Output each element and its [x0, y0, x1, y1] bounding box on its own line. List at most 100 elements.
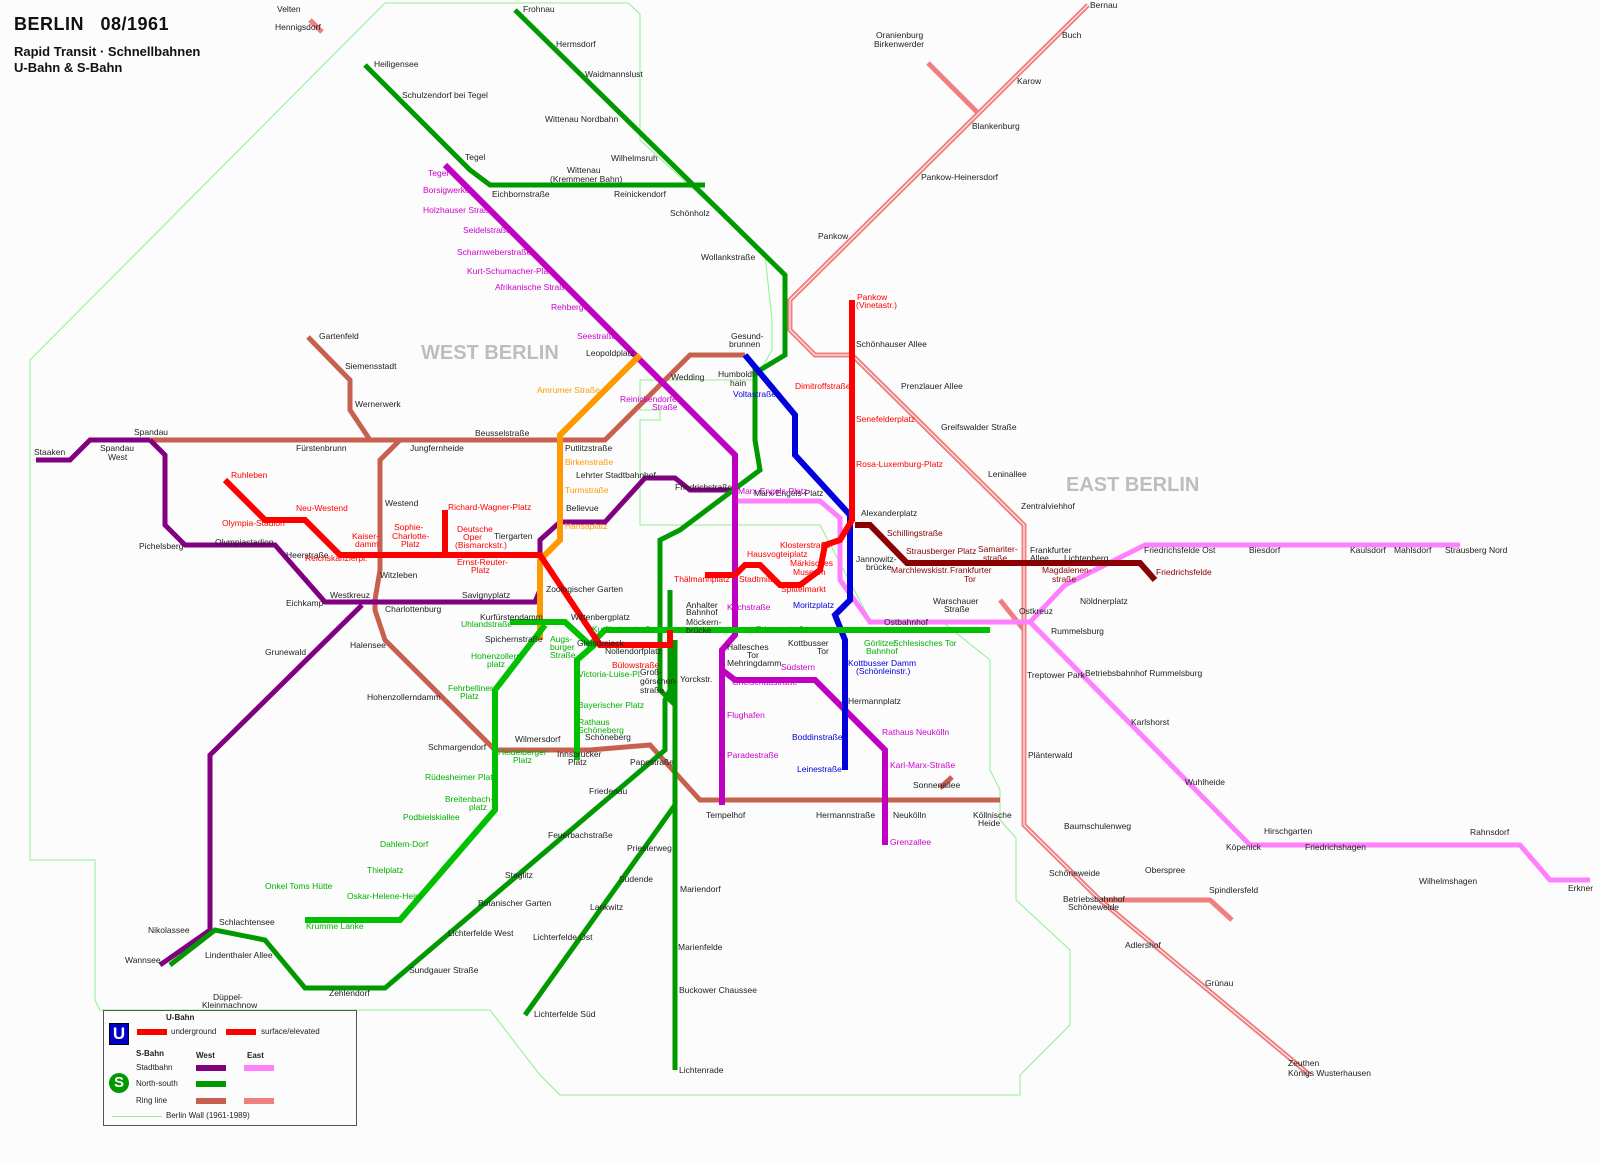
svg-text:Samariter-: Samariter- [978, 544, 1018, 554]
svg-text:Tiergarten: Tiergarten [494, 531, 533, 541]
svg-text:(Kremmener Bahn): (Kremmener Bahn) [550, 174, 622, 184]
svg-text:Betriebsbahnhof: Betriebsbahnhof [1063, 894, 1126, 904]
svg-text:straße: straße [983, 553, 1007, 563]
svg-text:Zentralviehhof: Zentralviehhof [1021, 501, 1076, 511]
svg-text:Biesdorf: Biesdorf [1249, 545, 1281, 555]
svg-text:Fehrbelliner: Fehrbelliner [448, 683, 493, 693]
svg-text:görschen-: görschen- [640, 676, 678, 686]
svg-text:Möckern-: Möckern- [686, 617, 722, 627]
u-red-line [222, 300, 855, 648]
svg-text:Dimitroffstraße: Dimitroffstraße [795, 381, 851, 391]
svg-text:Oranienburg: Oranienburg [876, 30, 924, 40]
svg-text:Charlotte-: Charlotte- [392, 531, 429, 541]
svg-text:Charlottenburg: Charlottenburg [385, 604, 442, 614]
svg-text:Steglitz: Steglitz [505, 870, 533, 880]
svg-text:Buch: Buch [1062, 30, 1082, 40]
svg-text:Lichterfelde Ost: Lichterfelde Ost [533, 932, 593, 942]
svg-text:Breitenbach-: Breitenbach- [445, 794, 493, 804]
svg-text:Platz: Platz [513, 755, 532, 765]
svg-text:West: West [108, 452, 128, 462]
legend-underground-swatch [137, 1029, 167, 1035]
legend-west: West [196, 1051, 215, 1060]
svg-text:Anhalter: Anhalter [686, 600, 718, 610]
svg-text:Deutsche: Deutsche [457, 524, 493, 534]
svg-text:Erkner: Erkner [1568, 883, 1593, 893]
svg-text:Plänterwald: Plänterwald [1028, 750, 1073, 760]
svg-text:Rahnsdorf: Rahnsdorf [1470, 827, 1510, 837]
svg-text:Leinestraße: Leinestraße [797, 764, 842, 774]
svg-text:Yorckstr.: Yorckstr. [680, 674, 712, 684]
svg-text:(Bismarckstr.): (Bismarckstr.) [455, 540, 507, 550]
svg-text:Karlshorst: Karlshorst [1131, 717, 1170, 727]
region-label-east: EAST BERLIN [1066, 474, 1200, 496]
svg-text:Mariendorf: Mariendorf [680, 884, 721, 894]
svg-text:Köllnische: Köllnische [973, 810, 1012, 820]
svg-text:Krumme Lanke: Krumme Lanke [306, 921, 364, 931]
svg-text:Oper: Oper [463, 532, 482, 542]
svg-text:Tor: Tor [817, 646, 829, 656]
svg-text:Afrikanische Straße: Afrikanische Straße [495, 282, 569, 292]
svg-text:Neu-Westend: Neu-Westend [296, 503, 348, 513]
svg-text:Augs-: Augs- [550, 634, 572, 644]
svg-text:Humboldt-: Humboldt- [718, 369, 757, 379]
svg-text:Heidelberger: Heidelberger [498, 747, 547, 757]
svg-text:Seestraße: Seestraße [577, 331, 616, 341]
svg-text:Straße: Straße [944, 604, 970, 614]
svg-text:Magdalenen-: Magdalenen- [1042, 565, 1092, 575]
svg-text:Bayerischer Platz: Bayerischer Platz [578, 700, 644, 710]
svg-text:Strausberg Nord: Strausberg Nord [1445, 545, 1508, 555]
legend-stadtbahn: Stadtbahn [136, 1063, 173, 1072]
svg-text:Reinickendorf: Reinickendorf [614, 189, 667, 199]
svg-text:Moritzplatz: Moritzplatz [793, 600, 834, 610]
svg-text:Innsbrucker: Innsbrucker [557, 749, 602, 759]
svg-text:Leopoldplatz: Leopoldplatz [586, 348, 634, 358]
subtitle-u-s-bahn: U-Bahn & S-Bahn [14, 60, 123, 75]
svg-text:Uhlandstraße: Uhlandstraße [461, 619, 512, 629]
svg-text:Schlachtensee: Schlachtensee [219, 917, 275, 927]
legend-wall: Berlin Wall (1961-1989) [166, 1111, 250, 1120]
svg-text:Grünau: Grünau [1205, 978, 1234, 988]
svg-text:Schmargendorf: Schmargendorf [428, 742, 487, 752]
svg-text:Turmstraße: Turmstraße [565, 485, 609, 495]
svg-text:Hennigsdorf: Hennigsdorf [275, 22, 321, 32]
svg-text:Hermsdorf: Hermsdorf [556, 39, 596, 49]
svg-text:Frankfurter: Frankfurter [1030, 545, 1072, 555]
svg-text:Platz: Platz [568, 757, 587, 767]
svg-text:platz: platz [487, 659, 505, 669]
svg-text:Warschauer: Warschauer [933, 596, 979, 606]
svg-text:Bahnhof: Bahnhof [686, 607, 718, 617]
svg-text:Düppel-: Düppel- [213, 992, 243, 1002]
svg-text:brunnen: brunnen [729, 339, 760, 349]
svg-text:Nöldnerplatz: Nöldnerplatz [1080, 596, 1128, 606]
svg-text:Schöneweide: Schöneweide [1068, 902, 1119, 912]
svg-text:Wilhelmshagen: Wilhelmshagen [1419, 876, 1477, 886]
svg-text:Gneisenaustraße: Gneisenaustraße [732, 677, 797, 687]
svg-text:Tempelhof: Tempelhof [706, 810, 746, 820]
svg-text:Heiligensee: Heiligensee [374, 59, 419, 69]
svg-text:Birkenstraße: Birkenstraße [565, 457, 613, 467]
svg-text:Stadtmitte: Stadtmitte [739, 574, 778, 584]
svg-text:Witzleben: Witzleben [380, 570, 418, 580]
svg-text:Karow: Karow [1017, 76, 1042, 86]
svg-text:Holzhauser Straße: Holzhauser Straße [423, 205, 494, 215]
svg-text:(Schönleinstr.): (Schönleinstr.) [856, 666, 910, 676]
svg-text:Priesterweg: Priesterweg [627, 843, 672, 853]
svg-text:Jannowitz-: Jannowitz- [856, 554, 897, 564]
svg-text:Ruhleben: Ruhleben [231, 470, 268, 480]
svg-text:Marx-Engels-Platz: Marx-Engels-Platz [754, 488, 823, 498]
svg-text:Hausvogteiplatz: Hausvogteiplatz [747, 549, 807, 559]
svg-text:Kaulsdorf: Kaulsdorf [1350, 545, 1387, 555]
svg-text:Straße: Straße [550, 650, 576, 660]
svg-text:Tegel: Tegel [465, 152, 485, 162]
svg-text:Mahlsdorf: Mahlsdorf [1394, 545, 1432, 555]
svg-text:Tor: Tor [747, 650, 759, 660]
region-label-west: WEST BERLIN [421, 342, 559, 364]
svg-text:Savignyplatz: Savignyplatz [462, 590, 510, 600]
svg-text:Oskar-Helene-Heim: Oskar-Helene-Heim [347, 891, 422, 901]
page-title: BERLIN 08/1961 [14, 14, 170, 34]
svg-text:Heide: Heide [978, 818, 1000, 828]
svg-text:Kurfürstendamm: Kurfürstendamm [480, 612, 543, 622]
svg-text:Podbielskiallee: Podbielskiallee [403, 812, 460, 822]
svg-text:Reinickendorfer: Reinickendorfer [620, 394, 680, 404]
svg-text:Rosa-Luxemburg-Platz: Rosa-Luxemburg-Platz [856, 459, 943, 469]
